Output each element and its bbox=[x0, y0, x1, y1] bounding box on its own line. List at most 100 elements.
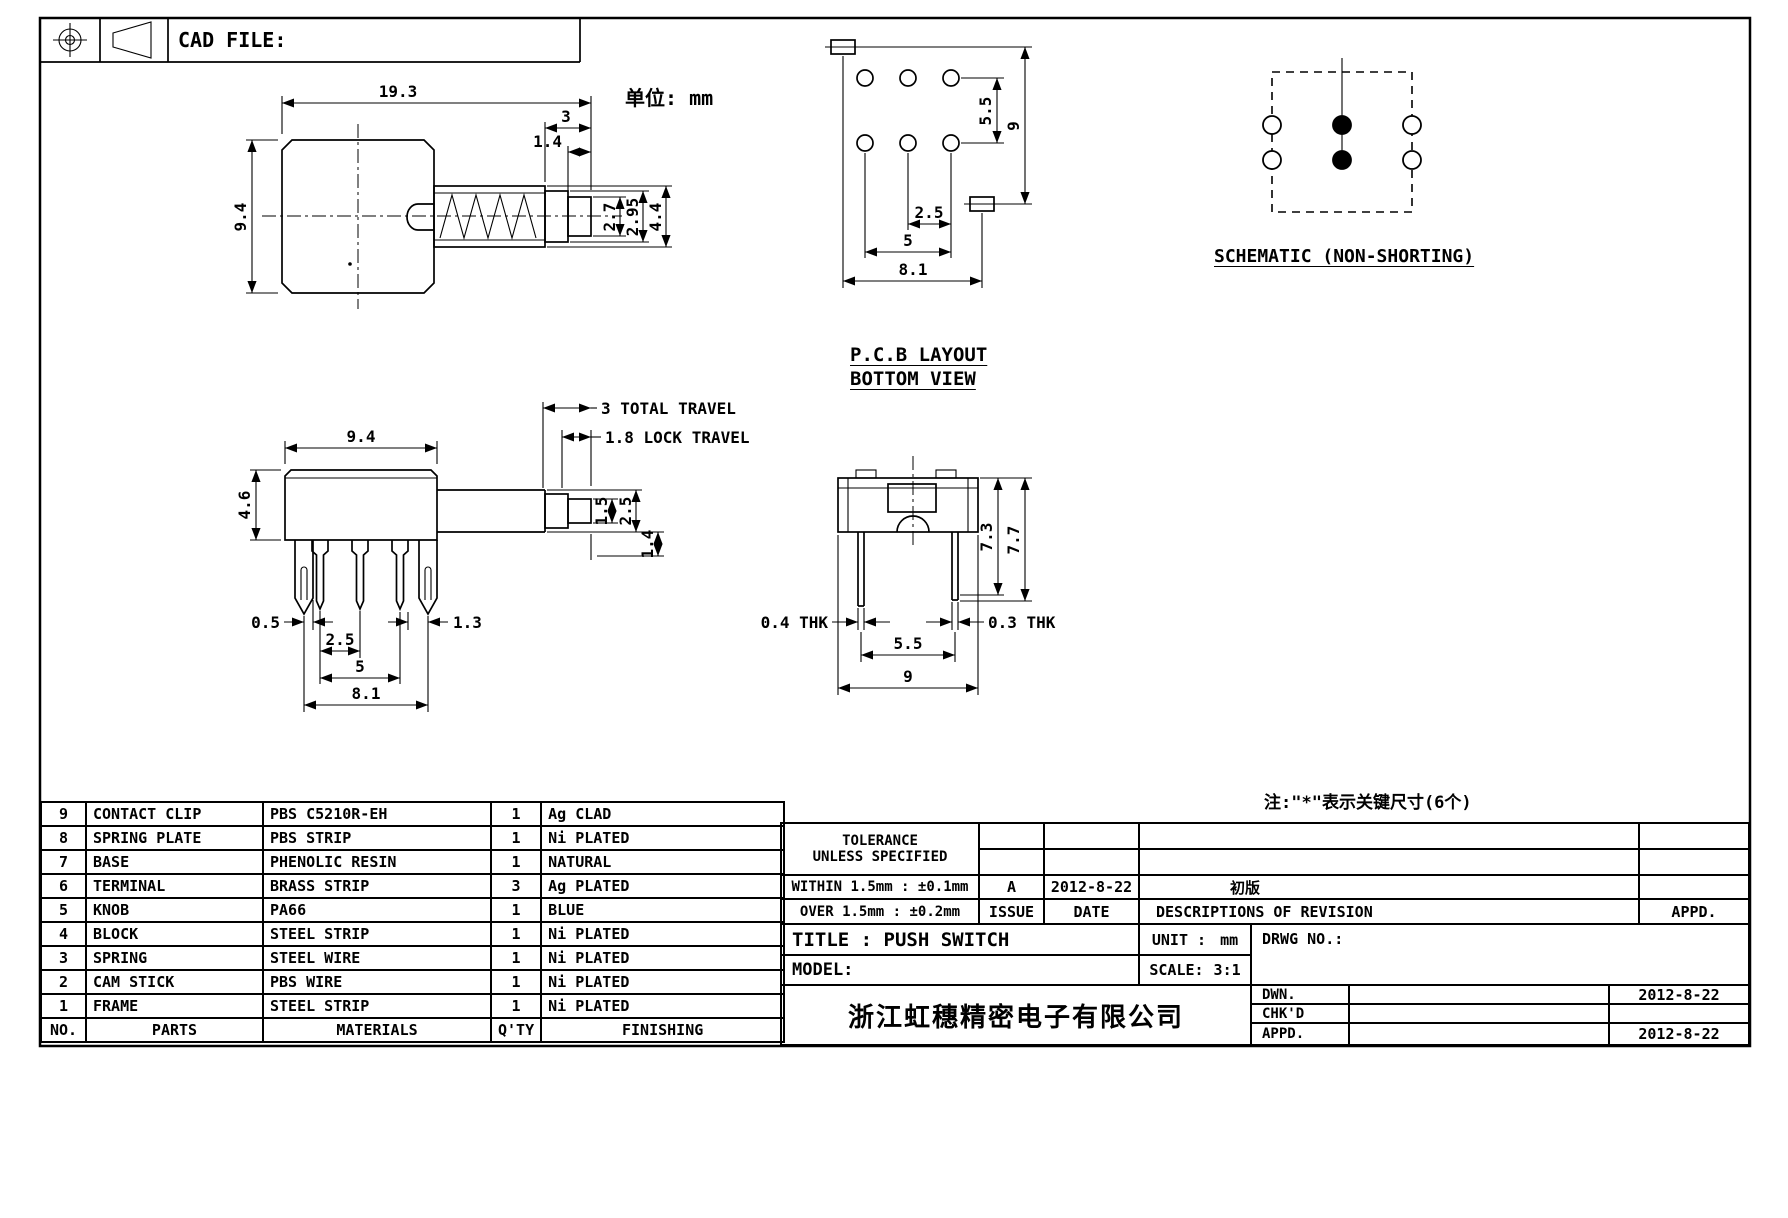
pcb-view-title: P.C.B LAYOUT bbox=[850, 344, 988, 366]
rev-cell-blank bbox=[980, 824, 1045, 850]
dim-label: 4.6 bbox=[235, 491, 254, 520]
bom-cell-qty: 1 bbox=[489, 969, 543, 995]
bom-cell-part: FRAME bbox=[85, 993, 264, 1019]
dim-label: 8.1 bbox=[352, 684, 381, 703]
schematic-title: SCHEMATIC (NON-SHORTING) bbox=[1214, 246, 1475, 267]
dim-label: 19.3 bbox=[379, 82, 418, 101]
schematic-contact-common bbox=[1332, 150, 1352, 170]
bom-header-materials: MATERIALS bbox=[262, 1017, 492, 1043]
dim-label: 8.1 bbox=[899, 260, 928, 279]
dim-label: 1.4 bbox=[638, 530, 657, 559]
rev-header-issue: ISSUE bbox=[980, 900, 1045, 925]
dim-label: 9.4 bbox=[231, 203, 250, 232]
bom-cell-material: PHENOLIC RESIN bbox=[262, 849, 492, 875]
bom-cell-part: CONTACT CLIP bbox=[85, 801, 264, 827]
view-pcb: 5.5 9 2.5 5 8.1 bbox=[825, 39, 1032, 288]
model-field: MODEL: bbox=[782, 956, 1140, 986]
bom-cell-no: 2 bbox=[40, 969, 87, 995]
schematic-contact-open bbox=[1402, 115, 1422, 135]
schematic-contact-common bbox=[1332, 115, 1352, 135]
bom-cell-material: PBS STRIP bbox=[262, 825, 492, 851]
bom-cell-qty: 1 bbox=[489, 993, 543, 1019]
bom-cell-part: TERMINAL bbox=[85, 873, 264, 899]
rev-appd-value bbox=[1640, 876, 1748, 900]
bom-cell-material: PA66 bbox=[262, 897, 492, 923]
view-top: 19.3 3 1.4 9.4 2.7 2.95 4.4 bbox=[231, 82, 672, 309]
company-name: 浙江虹穗精密电子有限公司 bbox=[782, 986, 1252, 1044]
bom-cell-finish: Ni PLATED bbox=[540, 945, 786, 971]
bom-cell-material: STEEL WIRE bbox=[262, 945, 492, 971]
unit-value: mm bbox=[1220, 930, 1239, 949]
bom-cell-finish: BLUE bbox=[540, 897, 786, 923]
dim-label: 3 TOTAL TRAVEL bbox=[601, 399, 736, 418]
dim-label: 9.4 bbox=[347, 427, 376, 446]
sign-date-chkd bbox=[1610, 1005, 1748, 1024]
dim-label: 1.4 bbox=[533, 132, 562, 151]
dim-label: 2.5 bbox=[326, 630, 355, 649]
bom-cell-no: 8 bbox=[40, 825, 87, 851]
drwg-no-field: DRWG NO.: bbox=[1252, 925, 1748, 986]
bom-cell-part: BLOCK bbox=[85, 921, 264, 947]
sign-sig-chkd bbox=[1350, 1005, 1610, 1024]
bom-cell-no: 3 bbox=[40, 945, 87, 971]
dim-label: 3 bbox=[561, 107, 571, 126]
bom-header-finishing: FINISHING bbox=[540, 1017, 786, 1043]
bom-cell-material: PBS WIRE bbox=[262, 969, 492, 995]
tolerance-within: WITHIN 1.5mm : ±0.1mm bbox=[782, 876, 980, 900]
dim-label: 2.7 bbox=[600, 203, 619, 232]
title-field: TITLE : PUSH SWITCH bbox=[782, 925, 1140, 956]
dim-label: 2.5 bbox=[915, 203, 944, 222]
bom-cell-qty: 1 bbox=[489, 921, 543, 947]
bom-cell-qty: 1 bbox=[489, 801, 543, 827]
bom-cell-qty: 1 bbox=[489, 849, 543, 875]
units-note: 单位: mm bbox=[625, 86, 714, 110]
rev-header-appd: APPD. bbox=[1640, 900, 1748, 925]
sheet-frame bbox=[38, 16, 1752, 1048]
bom-header-qty: Q'TY bbox=[489, 1017, 543, 1043]
bom-cell-qty: 3 bbox=[489, 873, 543, 899]
rev-cell-blank bbox=[1140, 850, 1640, 876]
bom-cell-no: 1 bbox=[40, 993, 87, 1019]
bom-cell-qty: 1 bbox=[489, 825, 543, 851]
bom-cell-finish: Ag PLATED bbox=[540, 873, 786, 899]
sign-sig-appd bbox=[1350, 1024, 1610, 1044]
bom-cell-no: 4 bbox=[40, 921, 87, 947]
bom-cell-material: STEEL STRIP bbox=[262, 993, 492, 1019]
bom-header-parts: PARTS bbox=[85, 1017, 264, 1043]
sign-date-dwn: 2012-8-22 bbox=[1610, 986, 1748, 1005]
pcb-view-subtitle: BOTTOM VIEW bbox=[850, 368, 976, 390]
bom-cell-material: BRASS STRIP bbox=[262, 873, 492, 899]
rev-date-value: 2012-8-22 bbox=[1045, 876, 1140, 900]
bom-cell-finish: Ni PLATED bbox=[540, 921, 786, 947]
sign-label-chkd: CHK'D bbox=[1252, 1005, 1350, 1024]
bom-cell-material: STEEL STRIP bbox=[262, 921, 492, 947]
sign-date-appd: 2012-8-22 bbox=[1638, 1025, 1720, 1043]
bom-cell-part: SPRING PLATE bbox=[85, 825, 264, 851]
tolerance-line1: TOLERANCE bbox=[842, 833, 918, 849]
dim-label: 1.3 bbox=[453, 613, 482, 632]
dim-label: 2.95 bbox=[623, 198, 642, 237]
view-side: 7.3 7.7 0.4 THK 0.3 THK 5.5 9 bbox=[761, 456, 1056, 695]
bom-cell-qty: 1 bbox=[489, 897, 543, 923]
dim-label: 0.3 THK bbox=[988, 613, 1056, 632]
bom-cell-no: 6 bbox=[40, 873, 87, 899]
unit-label: UNIT : bbox=[1151, 930, 1207, 949]
bom-cell-part: SPRING bbox=[85, 945, 264, 971]
rev-header-desc: DESCRIPTIONS OF REVISION bbox=[1140, 900, 1640, 925]
bom-header-no: NO. bbox=[40, 1017, 87, 1043]
key-dimension-note: 注:"*"表示关键尺寸(6个) bbox=[1264, 793, 1472, 813]
rev-cell-blank bbox=[1640, 824, 1748, 850]
dim-label: 2.5 bbox=[616, 497, 635, 526]
sign-label-dwn: DWN. bbox=[1252, 986, 1350, 1005]
dim-label: 1.5 bbox=[592, 497, 611, 526]
bom-cell-finish: Ni PLATED bbox=[540, 993, 786, 1019]
